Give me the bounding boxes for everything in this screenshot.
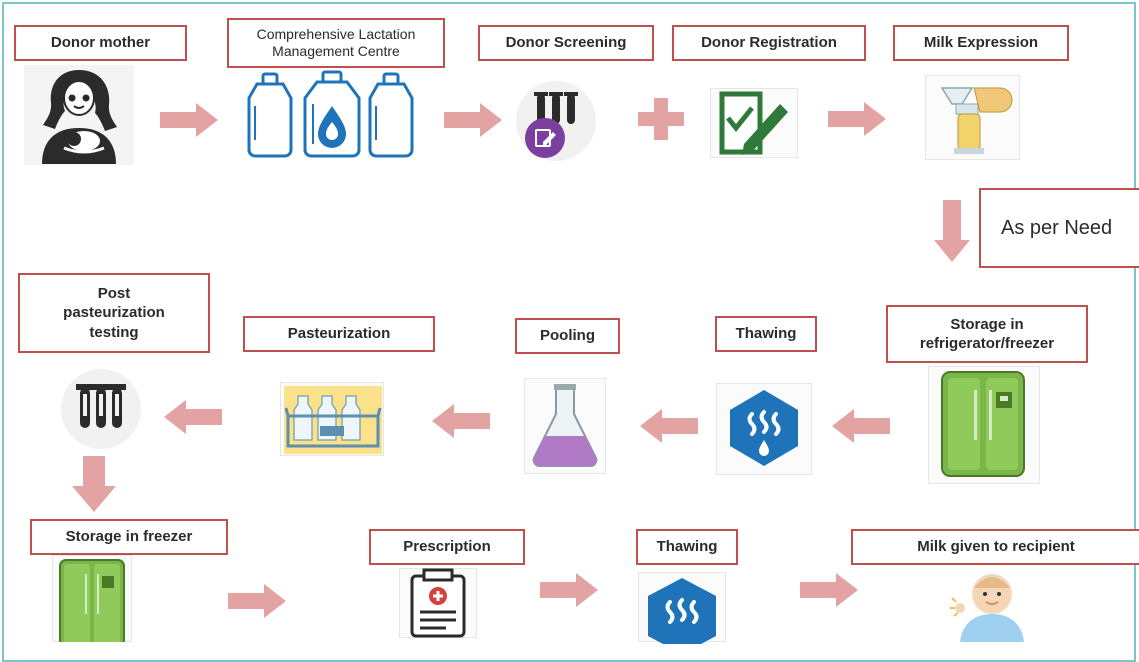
test-tubes-icon	[61, 369, 141, 449]
label-as-per-need: As per Need	[979, 188, 1139, 268]
label-donor-registration: Donor Registration	[672, 25, 866, 61]
arrow-left-1	[832, 409, 890, 443]
arrow-left-3	[432, 404, 490, 438]
arrow-left-2	[640, 409, 698, 443]
thawing-icon	[730, 390, 798, 466]
label-pooling: Pooling	[515, 318, 620, 354]
label-pasteurization: Pasteurization	[243, 316, 435, 352]
arrow-right-3	[828, 102, 886, 136]
thawing-icon	[648, 578, 716, 644]
refrigerator-icon	[941, 371, 1025, 477]
arrow-left-4	[164, 400, 222, 434]
prescription-clipboard-icon	[410, 568, 466, 638]
label-storage-freezer: Storage in freezer	[30, 519, 228, 555]
test-tubes-edit-icon	[516, 81, 596, 161]
refrigerator-icon	[59, 559, 125, 642]
label-milk-expression: Milk Expression	[893, 25, 1069, 61]
label-donor-screening: Donor Screening	[478, 25, 654, 61]
label-prescription: Prescription	[369, 529, 525, 565]
label-thawing-1: Thawing	[715, 316, 817, 352]
arrow-right-5	[540, 573, 598, 607]
label-milk-given: Milk given to recipient	[851, 529, 1139, 565]
mother-icon	[42, 70, 117, 164]
label-lactation-centre: Comprehensive Lactation Management Centr…	[227, 18, 445, 68]
plus-icon	[638, 98, 684, 140]
label-donor-mother: Donor mother	[14, 25, 187, 61]
arrow-right-2	[444, 103, 502, 137]
arrow-right-1	[160, 103, 218, 137]
checklist-pen-icon	[719, 91, 788, 155]
label-post-testing: Post pasteurization testing	[18, 273, 210, 353]
bottle-crate-icon	[284, 386, 382, 454]
baby-icon	[950, 574, 1024, 642]
flask-icon	[532, 384, 598, 467]
milk-bottles-icon	[247, 70, 414, 158]
label-thawing-2: Thawing	[636, 529, 738, 565]
label-storage-fridge: Storage in refrigerator/freezer	[886, 305, 1088, 363]
arrow-right-6	[800, 573, 858, 607]
arrow-down-2	[72, 456, 116, 512]
arrow-right-4	[228, 584, 286, 618]
arrow-down-1	[934, 200, 970, 262]
breast-pump-icon	[940, 87, 1013, 154]
